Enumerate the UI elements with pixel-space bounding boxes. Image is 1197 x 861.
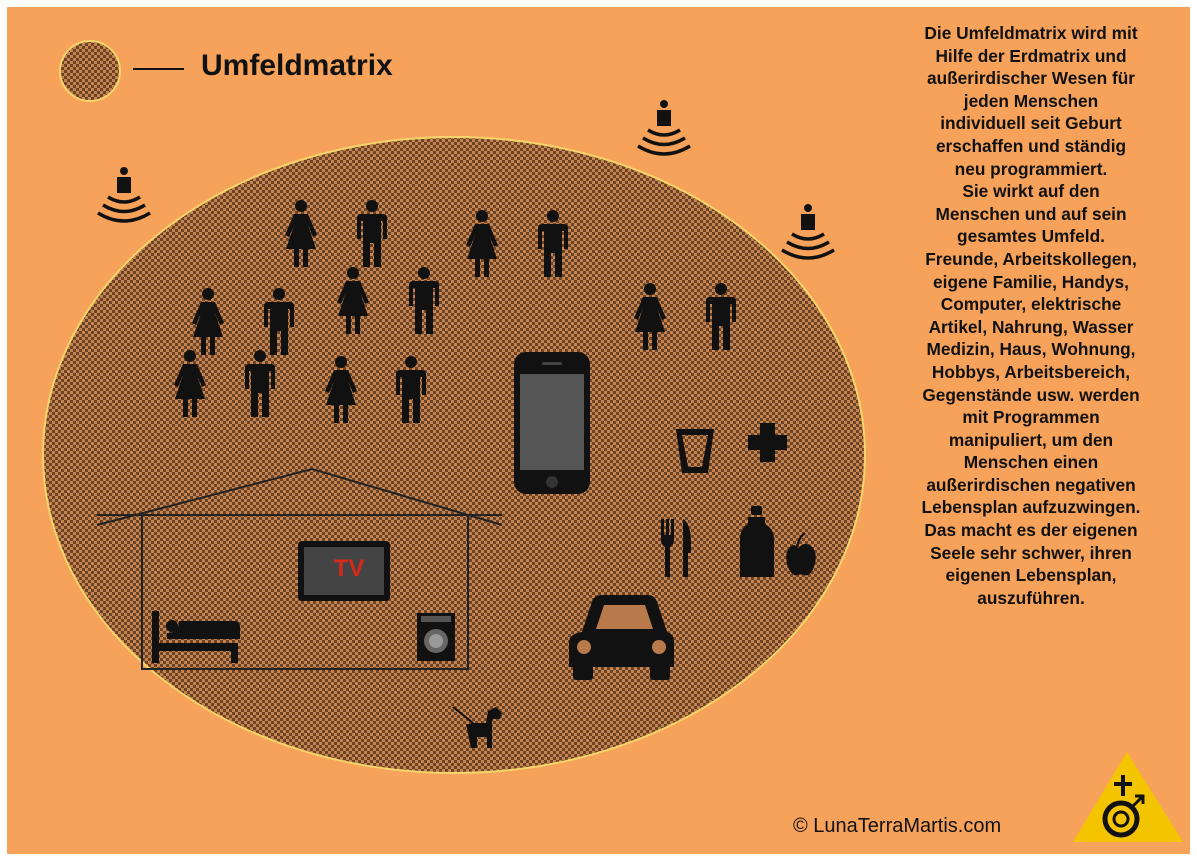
description-line: individuell seit Geburt — [940, 113, 1122, 134]
washing-machine-icon — [417, 613, 455, 661]
diagram-canvas: Umfeldmatrix TV Die Umfeldmatrix wird mi… — [7, 7, 1190, 854]
description-line: mit Programmen — [962, 407, 1100, 428]
description-line: neu programmiert. — [954, 158, 1108, 179]
description-line: Menschen einen — [963, 452, 1099, 473]
description-line: eigenen Lebensplan, — [945, 565, 1117, 586]
description-line: Gegenstände usw. werden — [922, 384, 1140, 405]
description-line: jeden Menschen — [963, 90, 1099, 111]
milk-bottle-icon — [740, 506, 774, 577]
description-line: manipuliert, um den — [948, 429, 1114, 450]
description-line: Computer, elektrische — [940, 294, 1122, 315]
description-line: Menschen und auf sein — [935, 203, 1127, 224]
description-line: Freunde, Arbeitskollegen, — [925, 248, 1137, 269]
description-line: Seele sehr schwer, ihren — [930, 542, 1132, 563]
description-line: Sie wirkt auf den — [962, 181, 1100, 202]
legend-label: Umfeldmatrix — [201, 49, 393, 82]
car-icon — [569, 595, 674, 680]
cutlery-icon — [661, 519, 691, 577]
description-line: erschaffen und ständig — [935, 135, 1127, 156]
description-line: gesamtes Umfeld. — [957, 226, 1105, 247]
description-line: Medizin, Haus, Wohnung, — [926, 339, 1136, 360]
description-text: Die Umfeldmatrix wird mit Hilfe der Erdm… — [879, 22, 1183, 609]
water-glass-icon — [676, 429, 714, 473]
broadcaster-icon — [637, 99, 691, 156]
medical-cross-icon — [748, 423, 787, 462]
logo-symbol — [1073, 752, 1183, 842]
description-line: Das macht es der eigenen — [924, 520, 1138, 541]
copyright-text: © LunaTerraMartis.com — [793, 815, 1002, 837]
description-line: außerirdischen negativen — [926, 474, 1136, 495]
description-line: außerirdischer Wesen für — [926, 68, 1136, 89]
dog-icon — [452, 706, 502, 748]
description-line: Hobbys, Arbeitsbereich, — [931, 361, 1131, 382]
house-outline — [96, 467, 503, 670]
smartphone-icon — [514, 352, 590, 494]
tv-label: TV — [333, 555, 365, 582]
description-line: Die Umfeldmatrix wird mit — [924, 23, 1138, 43]
broadcaster-icon — [781, 203, 835, 260]
description-line: Hilfe der Erdmatrix und — [935, 45, 1127, 66]
description-line: Lebensplan aufzuzwingen. — [921, 497, 1141, 518]
diagram-graphic — [42, 40, 1183, 842]
description-line: eigene Familie, Handys, — [933, 271, 1129, 292]
environment-matrix-area — [42, 136, 866, 774]
tv-icon — [298, 541, 390, 601]
description-line: Artikel, Nahrung, Wasser — [928, 316, 1134, 337]
description-line: auszuführen. — [977, 587, 1085, 608]
broadcaster-icon — [97, 166, 151, 223]
apple-icon — [786, 532, 816, 576]
legend-swatch — [59, 40, 184, 102]
bed-icon — [152, 611, 240, 663]
